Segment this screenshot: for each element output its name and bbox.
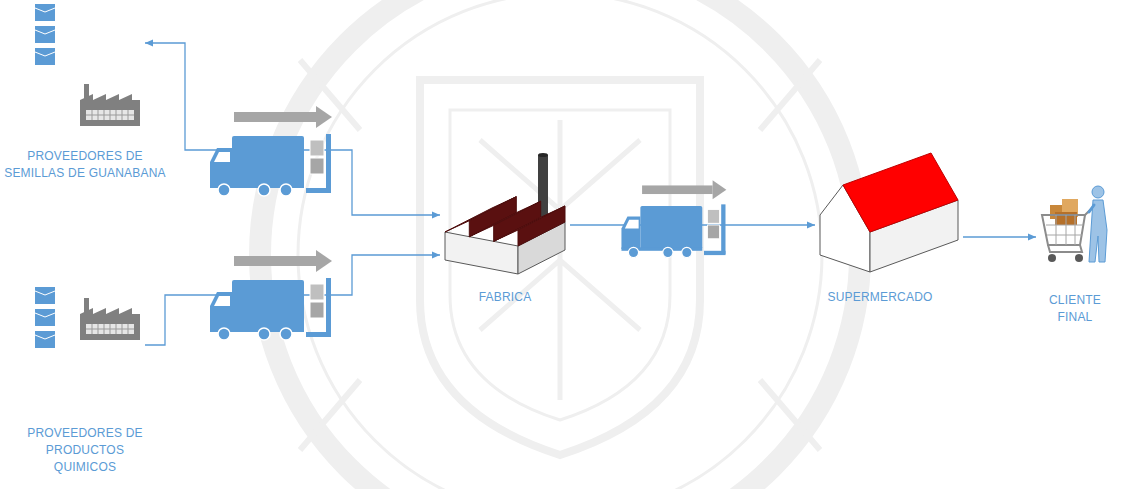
customer-node: CLIENTE FINAL	[1036, 183, 1114, 268]
connector	[963, 234, 1036, 241]
customer-icon	[1042, 186, 1107, 262]
arrow-head	[432, 212, 440, 219]
arrow-head	[432, 252, 440, 259]
connector-line	[963, 236, 1036, 237]
truck-icon	[210, 106, 332, 196]
store-icon	[820, 153, 958, 272]
connector-line	[145, 43, 440, 215]
node-label: SUPERMERCADO	[805, 289, 955, 306]
node-label: PROVEEDORES DE PRODUCTOS QUIMICOS	[15, 425, 155, 476]
truck-icon	[621, 180, 726, 257]
arrow-head	[807, 222, 815, 229]
watermark-crest	[260, 0, 860, 489]
supplier-icon	[35, 287, 140, 348]
supplier-node: PROVEEDORES DE SEMILLAS DE GUANABANA	[30, 2, 145, 128]
connector	[145, 40, 440, 219]
supplier-node: PROVEEDORES DE PRODUCTOS QUIMICOS	[30, 284, 145, 356]
node-label: CLIENTE FINAL	[1033, 292, 1117, 326]
store-node: SUPERMERCADO	[815, 150, 963, 278]
truck-icon	[210, 250, 332, 340]
supplier-icon	[35, 4, 140, 126]
arrow-head	[1028, 234, 1036, 241]
factory-node: FABRICA	[440, 150, 570, 278]
factory-icon	[445, 153, 565, 274]
node-label: FABRICA	[445, 289, 565, 306]
arrow-head	[145, 40, 153, 47]
node-label: PROVEEDORES DE SEMILLAS DE GUANABANA	[2, 148, 168, 182]
